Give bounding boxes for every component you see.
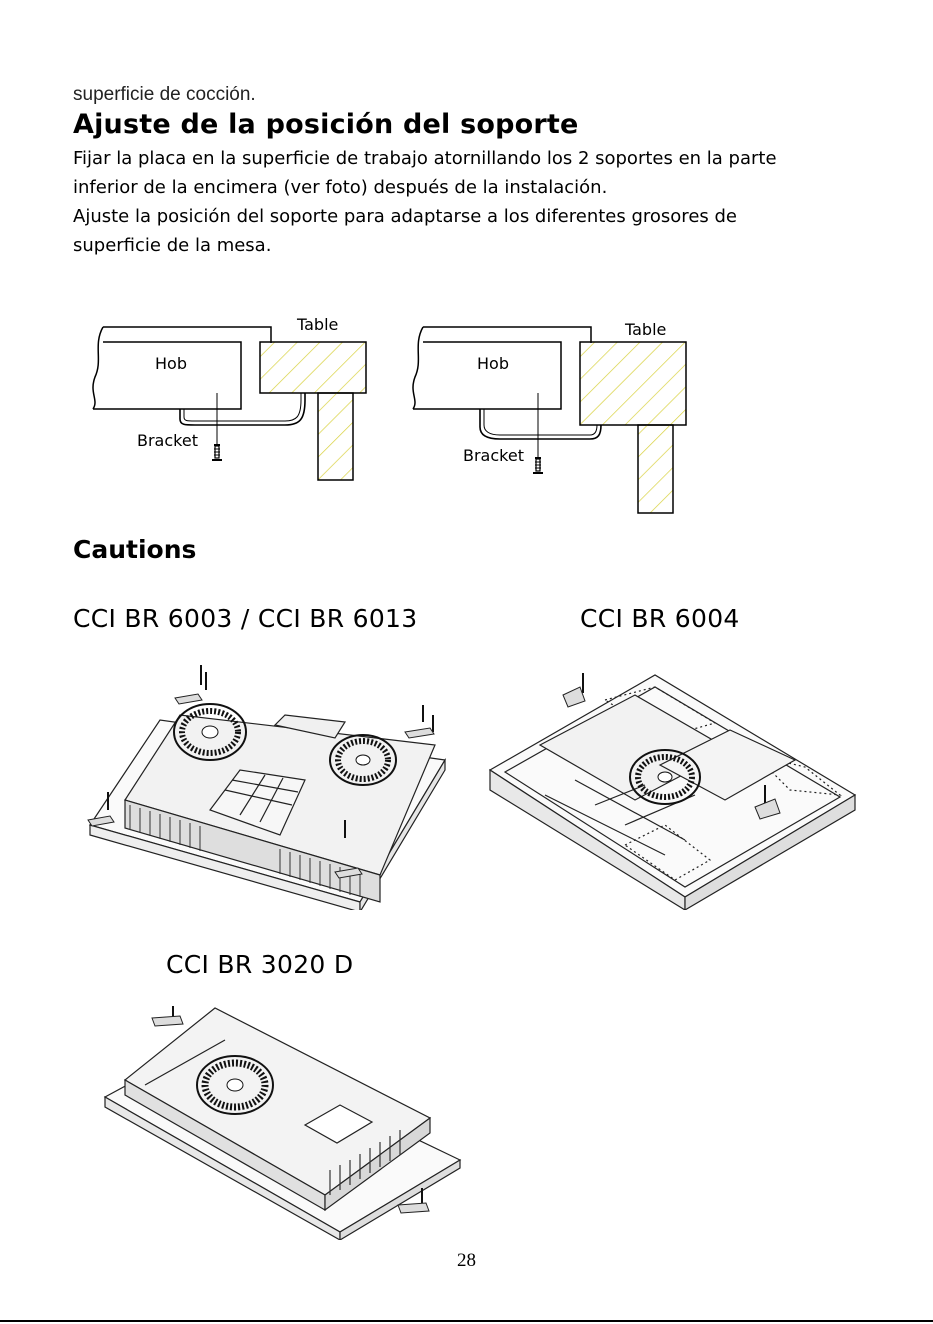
bracket-icon (151, 1015, 430, 1214)
paragraph-line-1: Fijar la placa en la superficie de traba… (73, 148, 777, 169)
coil-icon (196, 1055, 274, 1115)
intro-fragment: superficie de cocción. (73, 84, 256, 105)
hob-illustration-6004 (488, 673, 857, 910)
screw-icon (212, 444, 222, 461)
model-label-a: CCI BR 6003 / CCI BR 6013 (73, 604, 418, 633)
screw-icon (107, 665, 434, 838)
paragraph-line-3: Ajuste la posición del soporte para adap… (73, 206, 737, 227)
bracket-icon (87, 693, 435, 879)
bottom-rule (0, 1320, 933, 1322)
coil-icon (329, 734, 397, 786)
hob-illustration-3020d (103, 1006, 462, 1240)
screw-icon (533, 457, 543, 474)
table-label: Table (296, 315, 338, 334)
bracket-icon (562, 686, 781, 820)
paragraph-line-2: inferior de la encimera (ver foto) despu… (73, 177, 608, 198)
hob-label: Hob (155, 354, 187, 373)
bracket-diagram-left: Hob Table Bracket (92, 315, 367, 481)
bracket-diagram-right: Hob Table Bracket (412, 320, 687, 514)
hob-illustration-6003 (87, 665, 446, 910)
hob-label: Hob (477, 354, 509, 373)
screw-icon (582, 673, 766, 805)
section-heading: Ajuste de la posición del soporte (73, 109, 579, 140)
model-label-b: CCI BR 6004 (580, 604, 740, 633)
table-label: Table (624, 320, 666, 339)
paragraph-line-4: superficie de la mesa. (73, 235, 272, 256)
coil-icon (629, 749, 701, 805)
page-number: 28 (457, 1250, 476, 1271)
coil-icon (173, 703, 247, 761)
model-label-c: CCI BR 3020 D (166, 950, 354, 979)
bracket-label: Bracket (137, 431, 198, 450)
cautions-heading: Cautions (73, 535, 197, 564)
bracket-label: Bracket (463, 446, 524, 465)
